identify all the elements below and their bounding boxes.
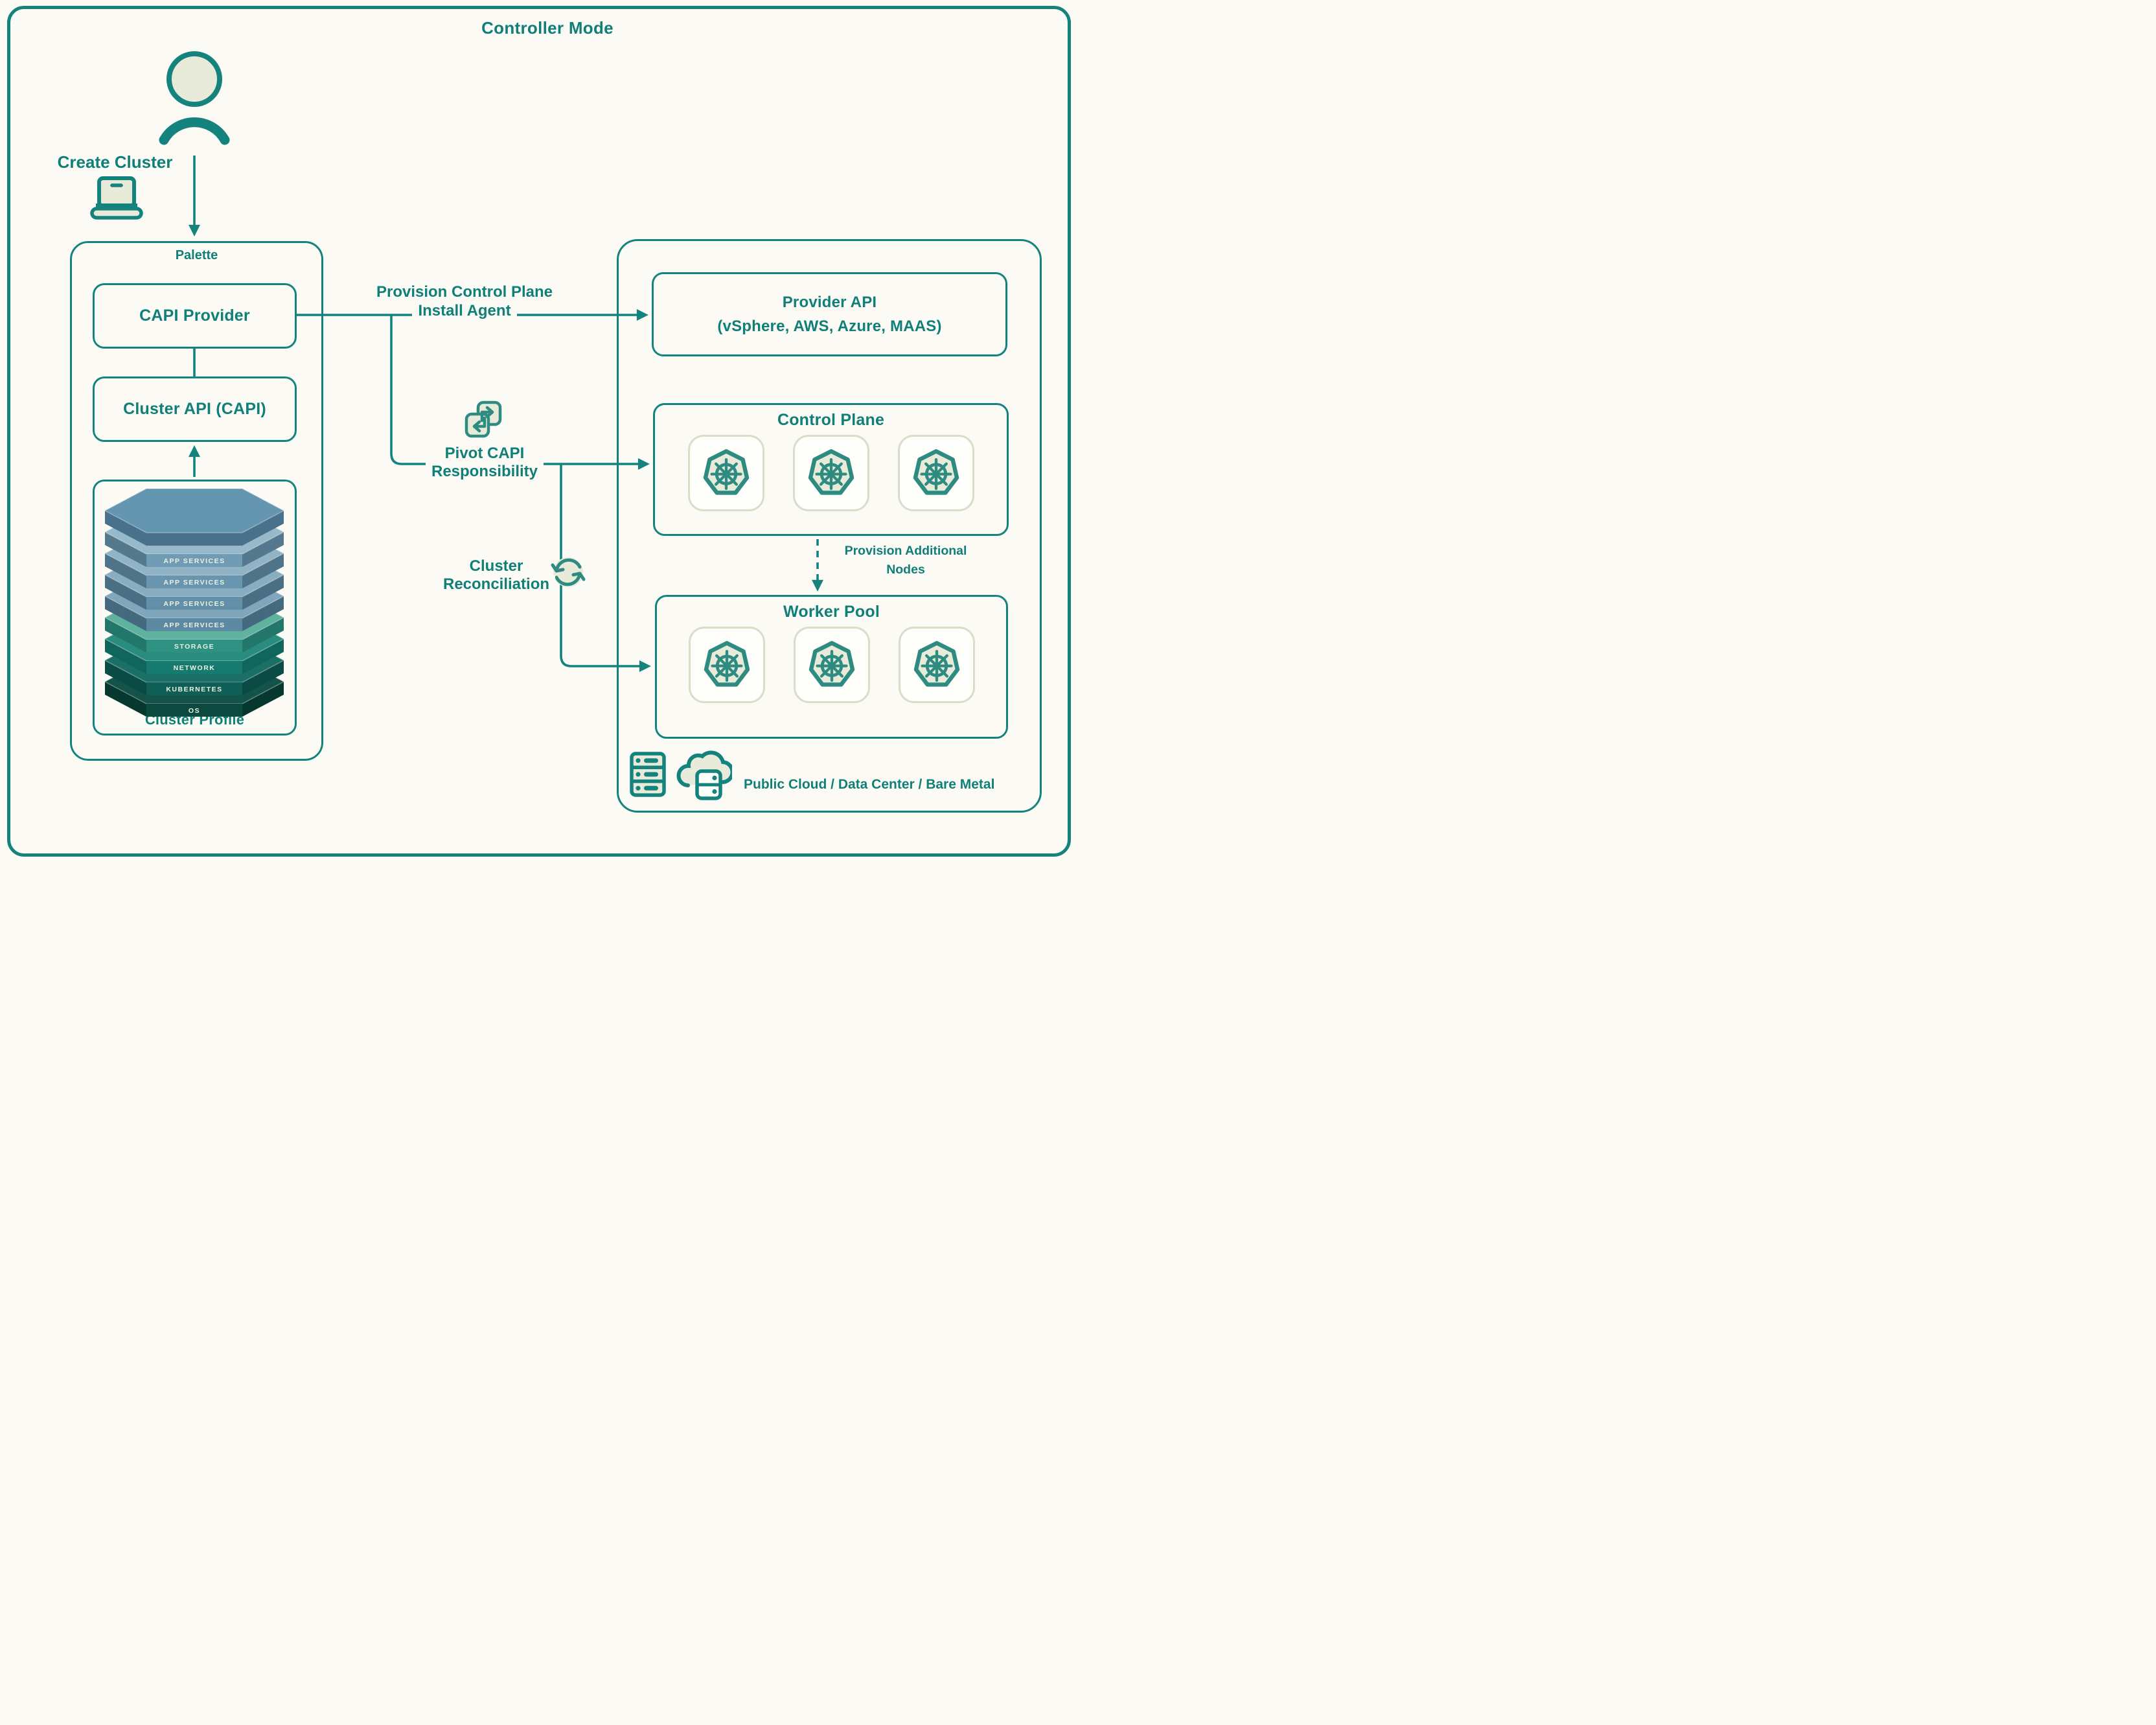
- kubernetes-node-tile: [898, 627, 975, 703]
- cluster-profile-layer-label: APP SERVICES: [163, 621, 225, 629]
- kubernetes-node-tile: [687, 435, 764, 511]
- palette-label: Palette: [175, 248, 218, 262]
- pivot-transfer-icon: [464, 400, 502, 438]
- cluster-profile-layer: [104, 488, 285, 546]
- kubernetes-icon: [911, 639, 963, 691]
- infrastructure-footer-label: Public Cloud / Data Center / Bare Metal: [744, 777, 995, 792]
- cloud-server-icon: [676, 750, 732, 800]
- cluster-profile-stack: OS KUBERNETES NETWORK STORAGE APP SERVICES AP…: [104, 488, 285, 717]
- control-plane-label: Control Plane: [777, 411, 885, 429]
- laptop-icon: [90, 176, 143, 220]
- kubernetes-node-tile: [688, 627, 765, 703]
- kubernetes-icon: [910, 447, 962, 499]
- control-plane-nodes: [687, 435, 974, 511]
- cluster-profile-layer-label: APP SERVICES: [163, 600, 225, 608]
- cluster-reconciliation-label: Cluster Reconciliation: [367, 557, 626, 594]
- cluster-api-label: Cluster API (CAPI): [123, 400, 266, 418]
- capi-provider-label: CAPI Provider: [139, 307, 250, 325]
- worker-pool-label: Worker Pool: [783, 603, 880, 621]
- kubernetes-node-tile: [793, 627, 870, 703]
- cluster-profile-layer-label: STORAGE: [174, 643, 214, 651]
- worker-pool-nodes: [688, 627, 975, 703]
- control-plane-box: Control Plane: [653, 403, 1009, 536]
- controller-mode-diagram: Controller Mode: [0, 0, 1078, 862]
- user-icon: [159, 51, 230, 145]
- palette-container: [70, 241, 323, 761]
- cluster-api-box: Cluster API (CAPI): [93, 376, 297, 442]
- provision-control-plane-label: Provision Control Plane Install Agent: [376, 283, 553, 320]
- kubernetes-icon: [805, 447, 857, 499]
- kubernetes-icon: [806, 639, 858, 691]
- kubernetes-node-tile: [792, 435, 869, 511]
- cluster-profile-layer-label: APP SERVICES: [163, 557, 225, 565]
- cluster-profile-layer-label: NETWORK: [174, 664, 216, 672]
- server-rack-icon: [630, 752, 666, 797]
- worker-pool-box: Worker Pool: [655, 595, 1008, 739]
- create-cluster-label: Create Cluster: [57, 152, 173, 172]
- cluster-profile-layer-label: OS: [189, 707, 200, 715]
- diagram-border: [7, 6, 1071, 857]
- pivot-capi-responsibility-label: Pivot CAPI Responsibility: [358, 445, 612, 481]
- provider-api-label: Provider API (vSphere, AWS, Azure, MAAS): [717, 293, 942, 335]
- capi-provider-box: CAPI Provider: [93, 283, 297, 349]
- page-title: Controller Mode: [481, 18, 614, 38]
- kubernetes-node-tile: [897, 435, 974, 511]
- kubernetes-icon: [700, 447, 752, 499]
- provider-api-box: Provider API (vSphere, AWS, Azure, MAAS): [652, 272, 1007, 356]
- cluster-profile-layer-label: APP SERVICES: [163, 579, 225, 586]
- cluster-profile-layer-label: KUBERNETES: [166, 686, 222, 693]
- provision-additional-nodes-label: Provision Additional Nodes: [844, 544, 967, 577]
- kubernetes-icon: [701, 639, 753, 691]
